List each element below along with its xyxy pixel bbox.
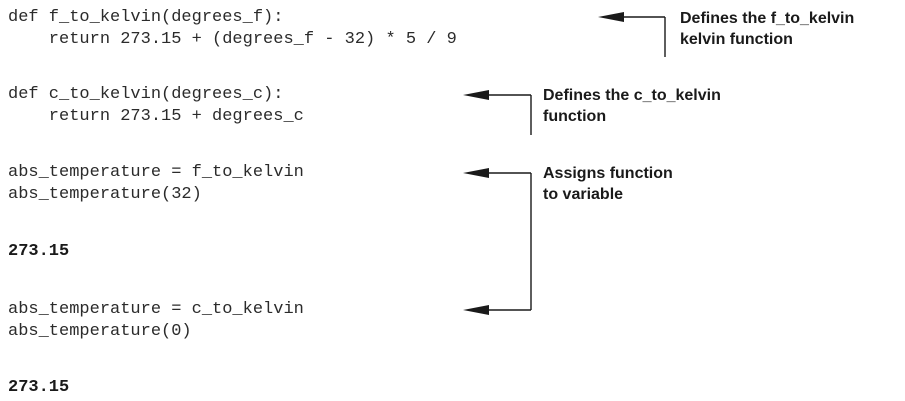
code-block-assign-f: abs_temperature = f_to_kelvin abs_temper… <box>8 162 304 206</box>
code-line: def f_to_kelvin(degrees_f): <box>8 8 284 27</box>
annotation-line: Assigns function <box>543 165 673 182</box>
code-block-c-to-kelvin: def c_to_kelvin(degrees_c): return 273.1… <box>8 84 304 128</box>
arrowhead <box>463 168 489 178</box>
code-line: return 273.15 + degrees_c <box>8 107 304 126</box>
arrowhead <box>463 90 489 100</box>
code-output: 273.15 <box>8 378 70 397</box>
annotation-line: Defines the c_to_kelvin <box>543 87 721 104</box>
annotation-line: kelvin function <box>680 31 793 48</box>
annotation-c-to-kelvin: Defines the c_to_kelvin function <box>543 85 721 127</box>
code-line: return 273.15 + (degrees_f - 32) * 5 / 9 <box>8 30 457 49</box>
annotation-line: Defines the f_to_kelvin <box>680 10 855 27</box>
annotation-assigns-function: Assigns function to variable <box>543 163 673 205</box>
code-block-assign-c: abs_temperature = c_to_kelvin abs_temper… <box>8 299 304 343</box>
code-line: abs_temperature(32) <box>8 185 202 204</box>
annotation-f-to-kelvin: Defines the f_to_kelvin kelvin function <box>680 8 854 50</box>
code-line: abs_temperature(0) <box>8 322 192 341</box>
code-output: 273.15 <box>8 242 70 261</box>
annotation-line: to variable <box>543 186 624 203</box>
arrowhead <box>598 12 624 22</box>
annotation-line: function <box>543 108 607 125</box>
code-block-f-to-kelvin: def f_to_kelvin(degrees_f): return 273.1… <box>8 7 457 51</box>
code-line: abs_temperature = c_to_kelvin <box>8 300 304 319</box>
arrowhead <box>463 305 489 315</box>
code-line: abs_temperature = f_to_kelvin <box>8 163 304 182</box>
code-line: def c_to_kelvin(degrees_c): <box>8 85 284 104</box>
